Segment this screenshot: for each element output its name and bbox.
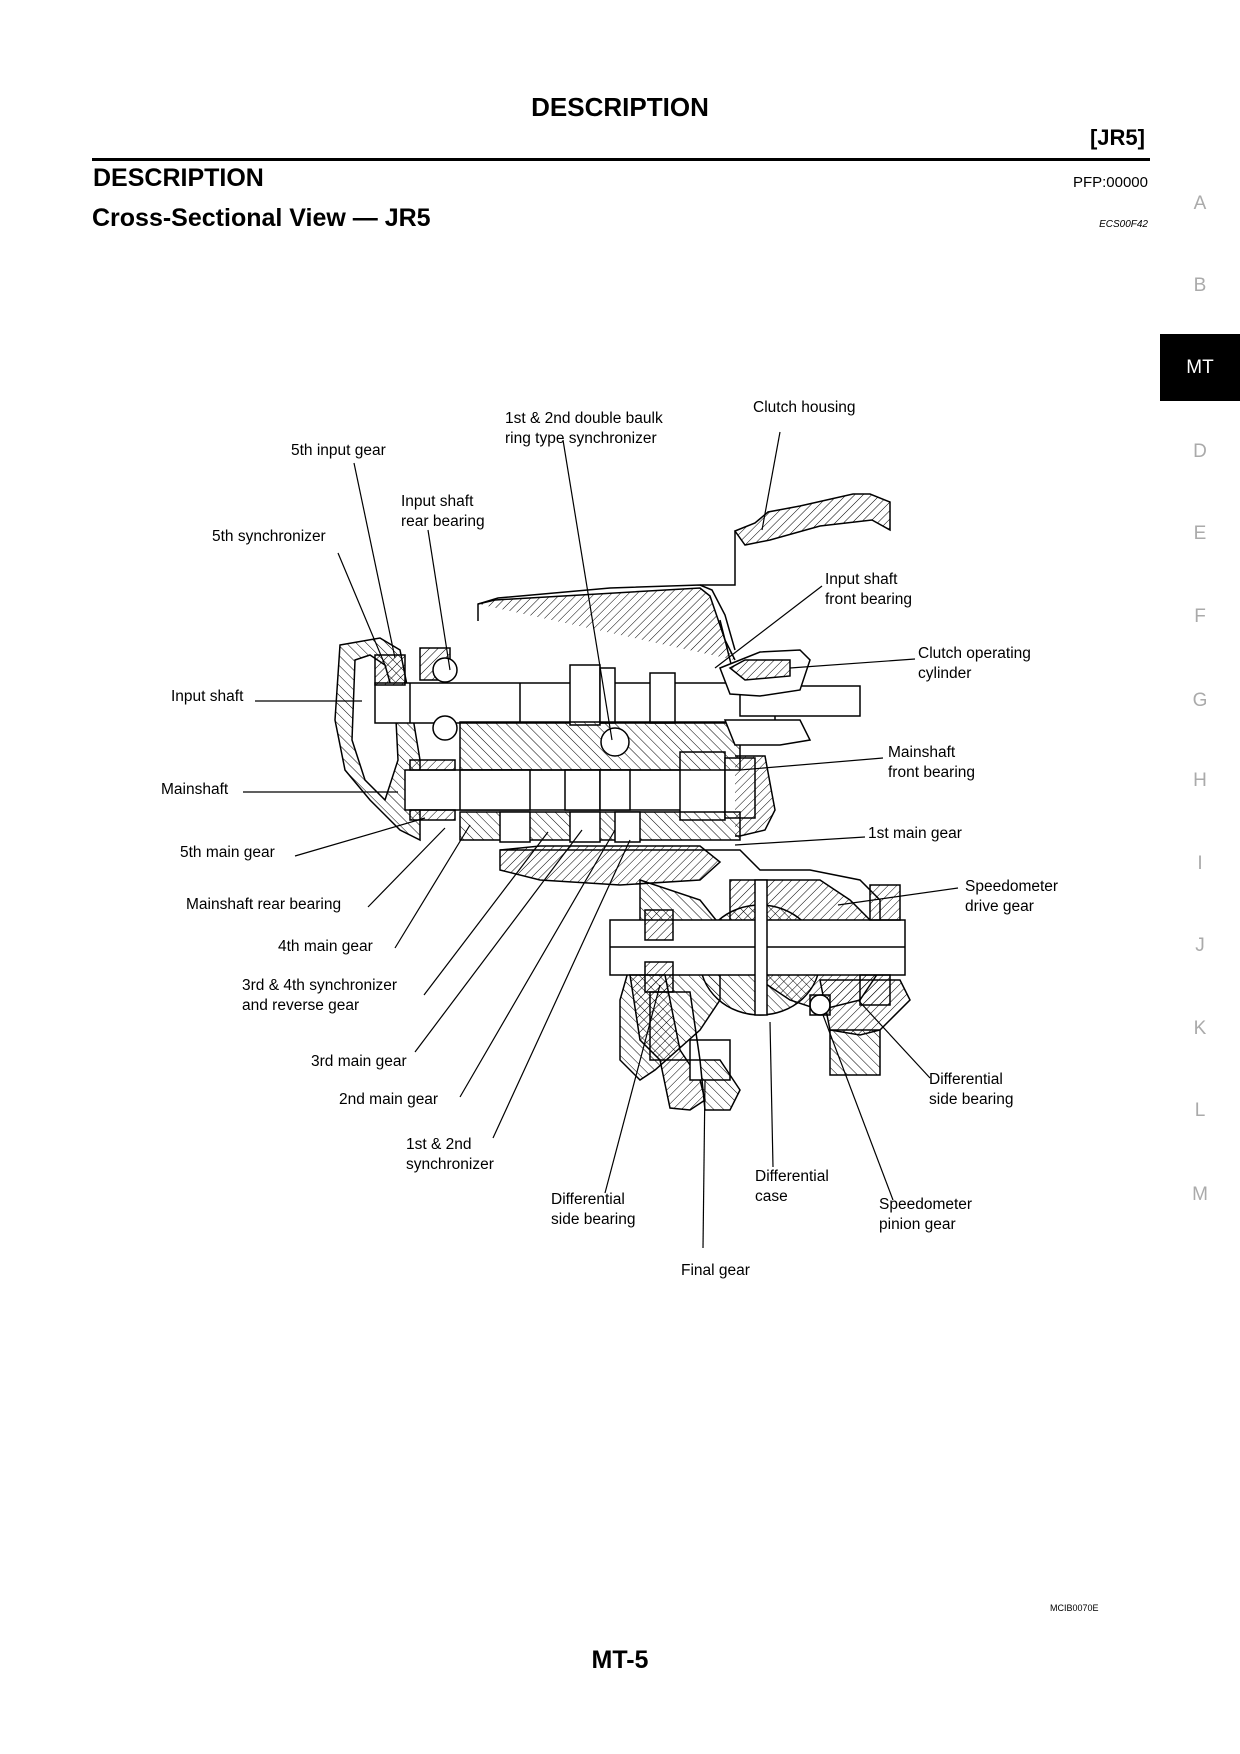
side-tab-a[interactable]: A [1160, 193, 1240, 215]
label-line: Mainshaft [888, 744, 956, 761]
label-line: 1st & 2nd [406, 1136, 472, 1153]
label-line: Final gear [681, 1262, 750, 1279]
side-tab-label: K [1193, 1018, 1207, 1039]
side-tab-label: MT [1186, 357, 1214, 378]
label-line: Clutch operating [918, 645, 1031, 662]
label-line: Differential [551, 1191, 625, 1208]
page-header-title: DESCRIPTION [531, 92, 709, 122]
label-line: 5th input gear [291, 442, 386, 459]
label-line: 4th main gear [278, 938, 373, 955]
label-2nd-main-gear: 2nd main gear [339, 1090, 438, 1110]
label-line: Input shaft [825, 571, 898, 588]
label-line: Speedometer [879, 1196, 973, 1213]
figure-code: MCIB0070E [1050, 1603, 1099, 1613]
label-line: Mainshaft [161, 781, 229, 798]
label-line: 5th main gear [180, 844, 275, 861]
label-line: Differential [755, 1168, 829, 1185]
label-line: 5th synchronizer [212, 528, 326, 545]
model-code: [JR5] [1089, 125, 1145, 150]
label-clutch-housing: Clutch housing [753, 398, 856, 418]
side-tab-e[interactable]: E [1160, 523, 1240, 545]
label-5th-synchronizer: 5th synchronizer [212, 527, 326, 547]
side-tab-h[interactable]: H [1160, 770, 1240, 792]
side-tab-label: D [1193, 441, 1207, 462]
header-rule [92, 158, 1150, 161]
label-line: drive gear [965, 898, 1034, 915]
subsection-title: Cross-Sectional View — JR5 [92, 204, 431, 232]
side-tab-j[interactable]: J [1160, 935, 1240, 957]
label-line: Clutch housing [753, 399, 856, 416]
side-tab-label: M [1192, 1184, 1208, 1205]
label-line: Differential [929, 1071, 1003, 1088]
side-tab-m[interactable]: M [1160, 1184, 1240, 1206]
label-double-baulk-synchronizer: 1st & 2nd double baulk ring type synchron… [505, 409, 663, 449]
section-title: DESCRIPTION [93, 164, 264, 192]
side-tab-label: L [1194, 1100, 1206, 1121]
side-tab-mt[interactable]: MT [1160, 334, 1240, 401]
label-4th-main-gear: 4th main gear [278, 937, 373, 957]
side-tab-g[interactable]: G [1160, 690, 1240, 712]
label-line: pinion gear [879, 1216, 956, 1233]
label-line: Input shaft [401, 493, 474, 510]
side-tab-label: G [1192, 690, 1208, 711]
side-tab-k[interactable]: K [1160, 1018, 1240, 1040]
label-input-shaft: Input shaft [171, 687, 243, 707]
ecs-code: ECS00F42 [1099, 219, 1148, 230]
label-line: 1st main gear [868, 825, 962, 842]
label-differential-side-bearing-left: Differential side bearing [551, 1190, 635, 1230]
label-differential-case: Differential case [755, 1167, 829, 1207]
label-line: front bearing [888, 764, 976, 781]
side-tab-label: B [1193, 275, 1207, 296]
label-line: Mainshaft rear bearing [186, 896, 342, 913]
label-input-shaft-rear-bearing: Input shaft rear bearing [401, 492, 485, 532]
label-speedometer-pinion-gear: Speedometer pinion gear [879, 1195, 972, 1235]
label-line: case [755, 1188, 788, 1205]
label-line: ring type synchronizer [505, 430, 657, 447]
label-clutch-operating-cylinder: Clutch operating cylinder [918, 644, 1031, 684]
pfp-code: PFP:00000 [1072, 174, 1148, 191]
side-tab-l[interactable]: L [1160, 1100, 1240, 1122]
label-line: rear bearing [401, 513, 485, 530]
label-mainshaft: Mainshaft [161, 780, 228, 800]
label-line: synchronizer [406, 1156, 494, 1173]
label-3rd-main-gear: 3rd main gear [311, 1052, 407, 1072]
label-mainshaft-front-bearing: Mainshaft front bearing [888, 743, 975, 783]
label-line: and reverse gear [242, 997, 360, 1014]
side-tab-label: F [1194, 606, 1206, 627]
side-tab-label: A [1193, 193, 1207, 214]
page-number: MT-5 [591, 1646, 649, 1674]
label-1st-main-gear: 1st main gear [868, 824, 962, 844]
side-tab-d[interactable]: D [1160, 441, 1240, 463]
label-line: front bearing [825, 591, 913, 608]
side-tab-label: J [1195, 935, 1205, 956]
label-line: Speedometer [965, 878, 1059, 895]
label-line: cylinder [918, 665, 972, 682]
label-5th-main-gear: 5th main gear [180, 843, 275, 863]
label-line: 3rd main gear [311, 1053, 407, 1070]
side-tab-f[interactable]: F [1160, 606, 1240, 628]
label-differential-side-bearing-right: Differential side bearing [929, 1070, 1013, 1110]
label-line: 2nd main gear [339, 1091, 439, 1108]
label-1st-2nd-synchronizer: 1st & 2nd synchronizer [406, 1135, 494, 1175]
side-tab-b[interactable]: B [1160, 275, 1240, 297]
label-line: Input shaft [171, 688, 244, 705]
label-3rd-4th-synchronizer: 3rd & 4th synchronizer and reverse gear [242, 976, 397, 1016]
label-line: side bearing [551, 1211, 636, 1228]
label-5th-input-gear: 5th input gear [291, 441, 386, 461]
label-mainshaft-rear-bearing: Mainshaft rear bearing [186, 895, 341, 915]
label-line: side bearing [929, 1091, 1014, 1108]
side-tab-label: E [1193, 523, 1207, 544]
label-final-gear: Final gear [681, 1261, 750, 1281]
label-line: 3rd & 4th synchronizer [242, 977, 398, 994]
side-tab-label: I [1197, 853, 1203, 874]
label-line: 1st & 2nd double baulk [505, 410, 663, 427]
side-tab-i[interactable]: I [1160, 853, 1240, 875]
label-input-shaft-front-bearing: Input shaft front bearing [825, 570, 912, 610]
label-speedometer-drive-gear: Speedometer drive gear [965, 877, 1058, 917]
side-tab-label: H [1193, 770, 1207, 791]
